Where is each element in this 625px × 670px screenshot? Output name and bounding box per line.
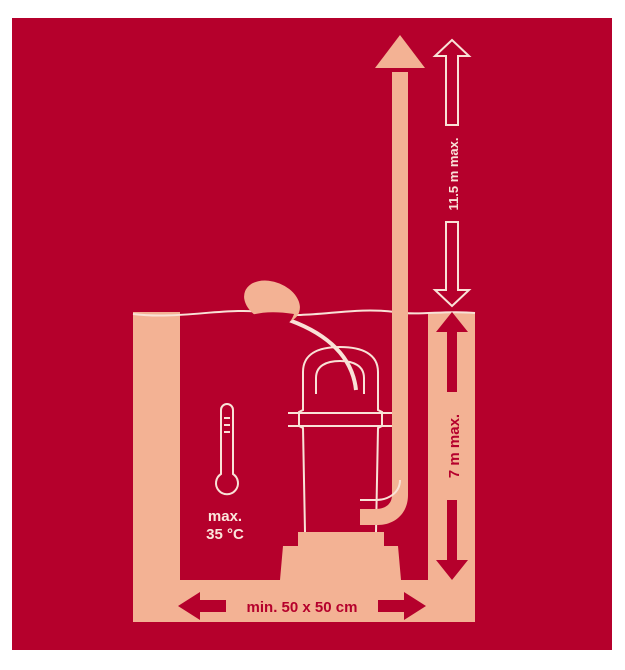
discharge-pipe: [360, 72, 408, 525]
pit-wall: [133, 312, 475, 622]
water-surface-line: [132, 309, 476, 317]
float-switch-icon: [244, 280, 300, 329]
pump-outlet-line: [360, 479, 401, 501]
width-arrow: [178, 592, 426, 620]
pump-handle: [315, 359, 365, 394]
pit-size-label: min. 50 x 50 cm: [247, 599, 358, 616]
float-switch-body: [244, 280, 300, 324]
float-switch-submerged: [251, 312, 294, 329]
discharge-arrow-head: [375, 35, 425, 68]
pump-body: [298, 345, 383, 533]
submersible-pump-icon: [288, 345, 392, 533]
temperature-label-max: max.: [208, 508, 242, 525]
pump-base: [280, 532, 401, 580]
head-height-arrow: [432, 38, 472, 308]
thermometer-icon: [215, 403, 239, 496]
depth-arrow: [436, 312, 468, 580]
temperature-label-value: 35 °C: [206, 526, 244, 543]
depth-label: 7 m max.: [446, 414, 463, 478]
head-height-label: 11.5 m max.: [446, 138, 461, 211]
float-switch-cable: [282, 316, 358, 391]
